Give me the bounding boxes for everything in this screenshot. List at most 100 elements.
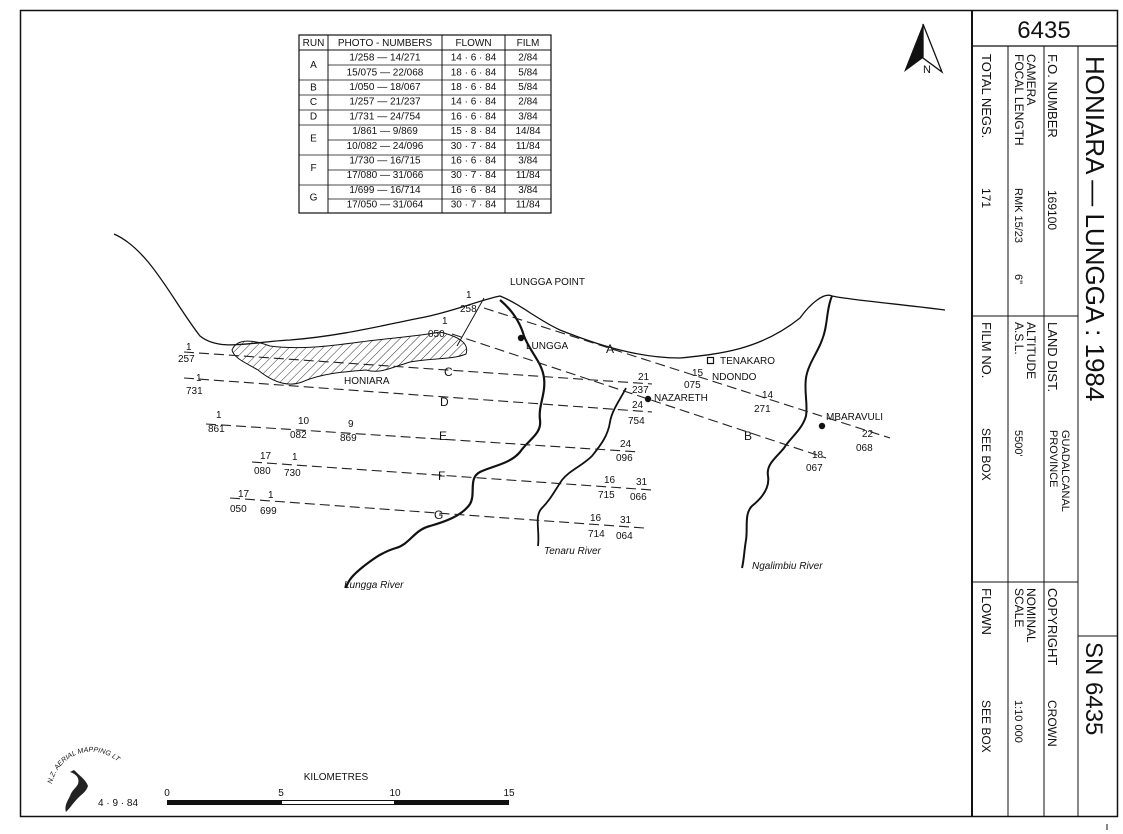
scale-bar: KILOMETRES 0 5 10 15	[164, 772, 515, 805]
title-block: 6435 HONIARA — LUNGGA : 1984 SN 6435 F.O…	[971, 10, 1117, 816]
focal-length-label: FOCAL LENGTH	[1012, 54, 1026, 146]
label-a15-den: 075	[684, 380, 701, 391]
table-cell-run: A	[310, 60, 317, 71]
table-cell-photos: 1/861 — 9/869	[352, 126, 418, 137]
label-b1-den: 050	[428, 329, 445, 340]
label-a22-num: 22	[862, 429, 874, 440]
asl-label: A.S.L.	[1012, 322, 1026, 355]
label-e9-num: 9	[348, 419, 354, 430]
copyright-label: COPYRIGHT	[1045, 588, 1060, 665]
label-a14-den: 271	[754, 404, 771, 415]
label-g31-den: 064	[616, 531, 633, 542]
fo-number-label: F.O. NUMBER	[1045, 54, 1060, 138]
run-c-line	[183, 351, 653, 385]
place-nazareth: NAZARETH	[654, 393, 708, 404]
table-cell-film: 2/84	[518, 53, 538, 64]
table-cell-film: 5/84	[518, 82, 538, 93]
run-letter-c: C	[444, 365, 453, 379]
label-g16-den: 714	[588, 529, 605, 540]
mbaravuli-dot	[818, 422, 826, 430]
coastline	[113, 233, 946, 359]
sheet-border	[19, 9, 1119, 818]
sheet-number: 6435	[1017, 17, 1070, 44]
table-cell-flown: 18 · 6 · 84	[451, 67, 497, 78]
label-f17-den: 080	[254, 466, 271, 477]
new-zealand-logo-icon	[65, 770, 88, 812]
table-cell-run: F	[310, 163, 316, 174]
label-f17-num: 17	[260, 451, 272, 462]
table-cell-photos: 1/257 — 21/237	[349, 97, 421, 108]
table-cell-photos: 15/075 — 22/068	[347, 67, 424, 78]
total-negs-value: 171	[979, 188, 993, 208]
table-header-flown: FLOWN	[455, 38, 491, 49]
camera-label: CAMERA	[1024, 54, 1038, 105]
table-row-lines	[299, 64, 551, 200]
photo-runs-table: RUN PHOTO - NUMBERS FLOWN FILM A1/258 — …	[298, 34, 552, 214]
run-letter-e: E	[439, 429, 447, 443]
table-cell-film: 11/84	[516, 170, 541, 181]
label-b1-num: 1	[442, 316, 448, 327]
label-e1-den: 861	[208, 424, 225, 435]
scale-label: SCALE	[1012, 588, 1026, 627]
label-a15-num: 15	[692, 368, 704, 379]
label-f1-num: 1	[292, 452, 298, 463]
nominal-label: NOMINAL	[1024, 588, 1038, 643]
label-d24-den: 754	[628, 416, 645, 427]
land-district-value-2: PROVINCE	[1047, 430, 1059, 487]
scale-bar-title: KILOMETRES	[304, 772, 369, 783]
river-label-ngalimbiu: Ngalimbiu River	[752, 561, 823, 572]
table-cell-flown: 30 · 7 · 84	[451, 170, 497, 181]
honiara-built-up-area	[231, 331, 468, 385]
table-cell-photos: 1/050 — 18/067	[349, 82, 421, 93]
table-cell-film: 11/84	[516, 200, 541, 211]
label-d1-num: 1	[196, 373, 202, 384]
camera-value: RMK 15/23	[1012, 188, 1024, 243]
sortie-number: SN 6435	[1080, 642, 1107, 735]
film-number-value: SEE BOX	[979, 428, 993, 481]
label-c21-den: 237	[632, 385, 649, 396]
run-letter-g: G	[434, 508, 443, 522]
label-c21-num: 21	[638, 372, 650, 383]
lungga-dot	[517, 334, 525, 342]
label-d24-num: 24	[632, 400, 644, 411]
scale-tick-15: 15	[503, 788, 515, 799]
copyright-value: CROWN	[1045, 700, 1059, 747]
north-label: N	[923, 64, 931, 76]
film-number-label: FILM NO.	[979, 322, 994, 378]
flown-label: FLOWN	[979, 588, 994, 635]
run-a-line	[483, 307, 891, 439]
label-f16-num: 16	[604, 475, 616, 486]
land-district-label: LAND DIST.	[1045, 322, 1060, 392]
ngalimbiu-river	[741, 295, 833, 569]
place-tenakaro: TENAKARO	[720, 356, 775, 367]
label-f31-den: 066	[630, 492, 647, 503]
table-header-photo-numbers: PHOTO - NUMBERS	[338, 38, 433, 49]
run-letter-a: A	[606, 342, 614, 356]
river-label-lungga: Lungga River	[344, 580, 404, 591]
table-cell-flown: 16 · 6 · 84	[451, 156, 497, 167]
label-f16-den: 715	[598, 490, 615, 501]
scale-value: 1:10 000	[1012, 700, 1024, 743]
run-b-line	[451, 333, 827, 459]
table-cell-film: 2/84	[518, 97, 538, 108]
label-b18-num: 18	[812, 450, 824, 461]
label-c1-den: 257	[178, 354, 195, 365]
photo-number-labels: 1 258 15 075 14 271 22 068 1 050 18 067 …	[178, 290, 874, 542]
table-cell-film: 14/84	[515, 126, 540, 137]
label-e10-num: 10	[298, 416, 310, 427]
label-e10-den: 082	[290, 430, 307, 441]
table-cell-photos: 1/699 — 16/714	[349, 185, 421, 196]
altitude-value: 5500'	[1012, 430, 1024, 457]
label-f1-den: 730	[284, 468, 301, 479]
flown-value: SEE BOX	[979, 700, 993, 753]
focal-length-value: 6"	[1012, 274, 1024, 284]
label-e9-den: 869	[340, 433, 357, 444]
place-ndondo: NDONDO	[712, 372, 757, 383]
label-g17-num: 17	[238, 489, 250, 500]
fo-number-value: 169100	[1045, 190, 1059, 230]
table-cell-flown: 15 · 8 · 84	[451, 126, 497, 137]
label-g1-num: 1	[268, 490, 274, 501]
table-header-run: RUN	[303, 38, 325, 49]
north-arrow: N	[904, 23, 944, 76]
